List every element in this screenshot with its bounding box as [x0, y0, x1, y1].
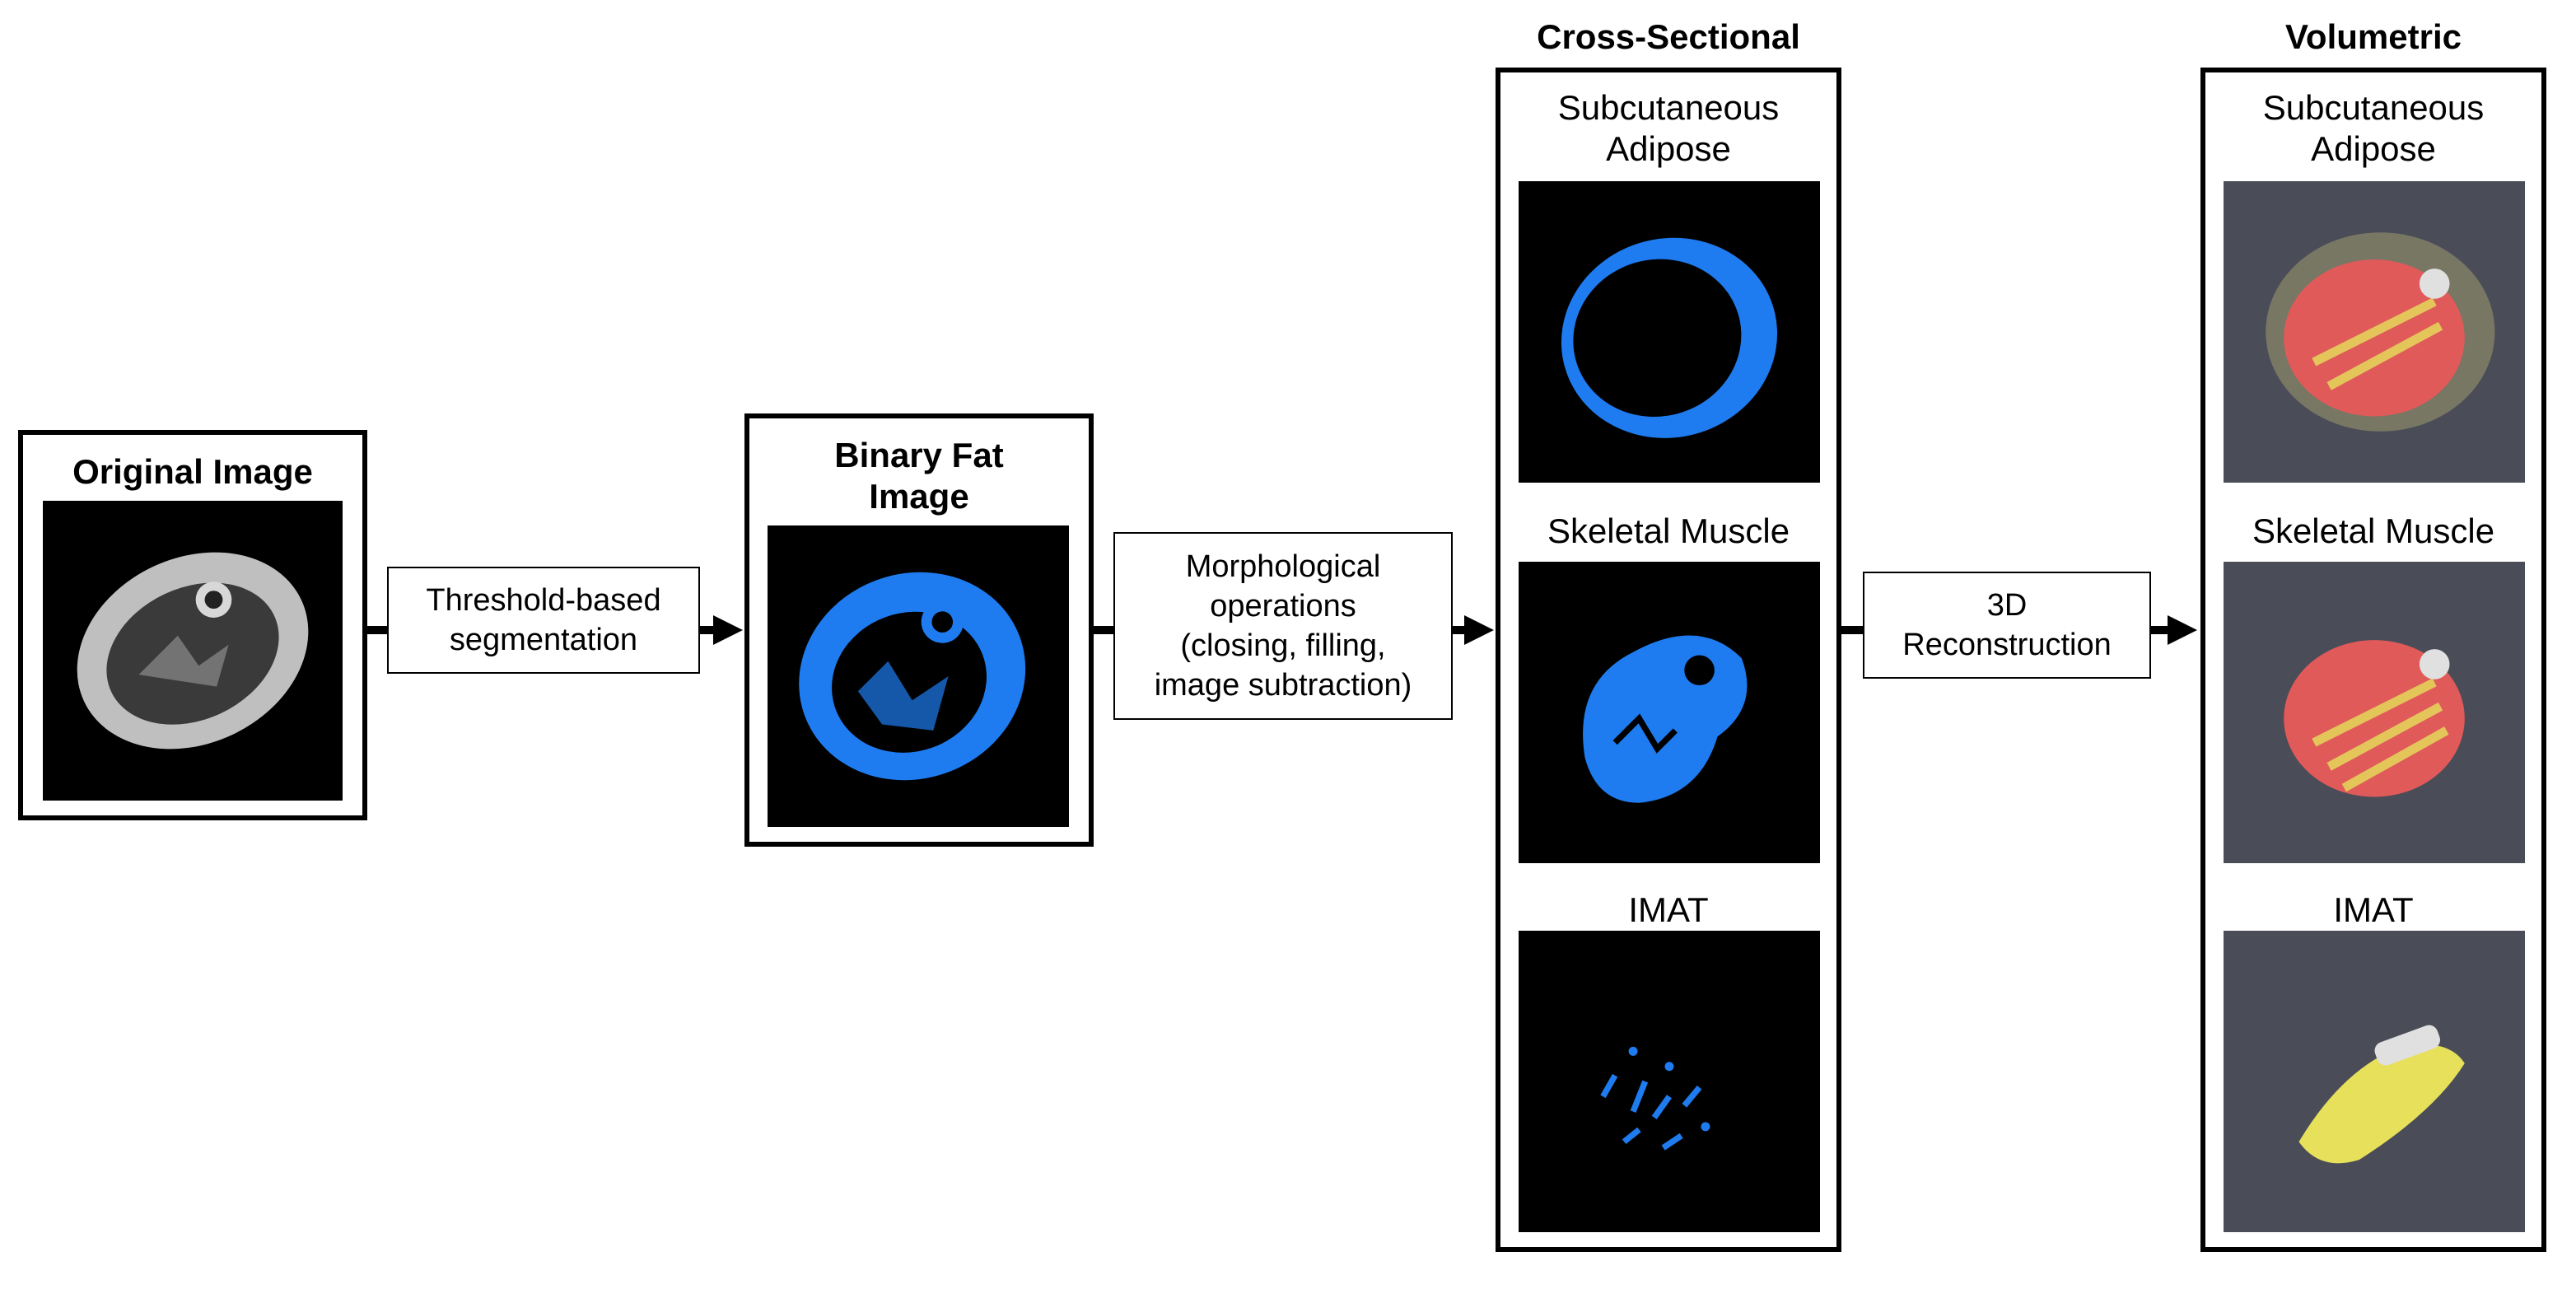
- cs-subcutaneous-label: Subcutaneous Adipose: [1557, 88, 1780, 168]
- vol-imat-render: [2224, 931, 2525, 1232]
- cs-imat-label: IMAT: [1628, 890, 1709, 929]
- binary-fat-title: Binary Fat Image: [834, 436, 1004, 516]
- binary-fat-image: [768, 525, 1069, 827]
- cs-muscle-image: [1519, 562, 1820, 863]
- cross-sectional-header: Cross-Sectional: [1537, 17, 1800, 56]
- vol-subcutaneous-render: [2224, 181, 2525, 483]
- vol-imat-label: IMAT: [2333, 890, 2414, 929]
- morphological-operations-label: Morphological operations (closing, filli…: [1113, 532, 1453, 720]
- cs-muscle-label: Skeletal Muscle: [1547, 511, 1790, 550]
- vol-subcutaneous-label: Subcutaneous Adipose: [2262, 88, 2485, 168]
- arrowhead-1: [713, 615, 743, 645]
- vol-muscle-label: Skeletal Muscle: [2252, 511, 2495, 550]
- vol-muscle-render: [2224, 562, 2525, 863]
- original-image-title: Original Image: [72, 452, 313, 491]
- reconstruction-label: 3D Reconstruction: [1863, 572, 2151, 679]
- arrowhead-3: [2168, 615, 2197, 645]
- original-mri-image: [43, 501, 343, 801]
- threshold-segmentation-label: Threshold-based segmentation: [387, 567, 700, 674]
- cs-subcutaneous-image: [1519, 181, 1820, 483]
- volumetric-header: Volumetric: [2285, 17, 2462, 56]
- cs-imat-image: [1519, 931, 1820, 1232]
- arrowhead-2: [1464, 615, 1494, 645]
